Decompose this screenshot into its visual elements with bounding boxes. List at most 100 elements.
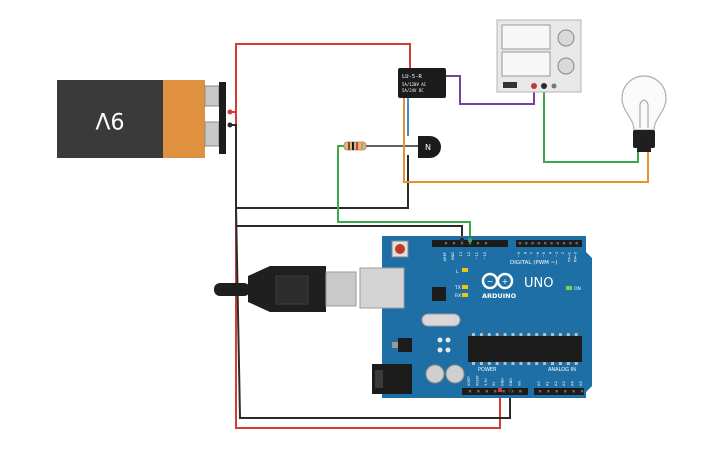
chip-pin — [535, 362, 539, 365]
wire-green-psu-lamp[interactable] — [543, 86, 639, 163]
top-pin-hole[interactable] — [569, 242, 572, 245]
top-pin-hole[interactable] — [525, 242, 528, 245]
wire-red-battery-positive[interactable] — [230, 43, 411, 113]
arduino-atmega-pins — [472, 333, 578, 365]
bulb-filament — [639, 99, 649, 128]
chip-pin — [479, 333, 483, 336]
top-pin-hole[interactable] — [550, 242, 553, 245]
top-pin-hole[interactable] — [556, 242, 559, 245]
bulb-base — [633, 130, 655, 148]
psu-knob-current[interactable] — [557, 57, 575, 75]
usb-cable[interactable] — [214, 266, 357, 312]
analog-pin-hole[interactable] — [555, 390, 558, 393]
battery-clip — [219, 82, 226, 154]
arduino-pcb — [382, 236, 592, 398]
power-pin-hole[interactable] — [468, 390, 472, 393]
psu-display-voltage — [501, 24, 551, 50]
resistor[interactable] — [343, 141, 367, 151]
power-supply[interactable] — [496, 19, 582, 93]
light-bulb[interactable] — [621, 75, 667, 152]
top-pin-hole[interactable] — [460, 242, 464, 245]
chip-pin — [551, 333, 554, 336]
top-pin-hole[interactable] — [544, 242, 547, 245]
battery-lead-positive — [227, 109, 233, 115]
top-pin-hole[interactable] — [468, 242, 472, 245]
top-pin-hole[interactable] — [518, 242, 522, 245]
wire-layer — [230, 43, 649, 429]
chip-pin — [527, 362, 531, 365]
top-pin-label: 12 — [467, 252, 471, 257]
power-pin-hole[interactable] — [502, 390, 505, 393]
top-pin-hole[interactable] — [537, 242, 541, 245]
top-pin-hole[interactable] — [476, 242, 480, 245]
power-pin-label: GND — [501, 378, 505, 386]
relay[interactable]: LU-5-R 5A/120V AC 5A/24V DC — [398, 68, 446, 98]
usb-plug-metal — [325, 271, 357, 307]
psu-knob-voltage[interactable] — [557, 29, 575, 47]
power-pin-hole[interactable] — [485, 390, 488, 393]
analog-pin-label: A2 — [554, 381, 558, 386]
arduino-top-header-right — [516, 240, 582, 247]
bulb-socket-tip — [637, 148, 651, 152]
chip-pin — [487, 333, 491, 336]
chip-pin — [558, 333, 562, 336]
analog-pin-hole[interactable] — [538, 390, 542, 393]
top-pin-label: 13 — [459, 252, 463, 257]
power-pin-hole[interactable] — [477, 390, 480, 393]
power-pin-hole[interactable] — [519, 390, 522, 393]
chip-pin — [503, 333, 507, 336]
bulb-glass — [621, 75, 667, 131]
analog-pin-hole[interactable] — [580, 390, 584, 393]
wire-black-battery-negative[interactable] — [230, 124, 409, 209]
top-pin-hole[interactable] — [444, 242, 448, 245]
power-pin-label: 3.3V — [484, 378, 488, 386]
power-pin-hole[interactable] — [494, 390, 497, 393]
transistor-body — [418, 136, 441, 158]
power-pin-label: IOREF — [467, 376, 471, 386]
top-pin-hole[interactable] — [484, 242, 488, 245]
analog-pin-label: A1 — [545, 381, 549, 386]
analog-pin-hole[interactable] — [547, 390, 550, 393]
psu-power-switch[interactable] — [503, 82, 517, 88]
top-pin-hole[interactable] — [575, 242, 578, 245]
relay-spec-dc: 5A/24V DC — [402, 88, 424, 93]
wire-orange-relay-lamp[interactable] — [403, 98, 649, 183]
arduino-dc-jack-inner — [375, 370, 383, 388]
chip-pin — [527, 333, 531, 336]
psu-terminal-ground — [551, 83, 557, 89]
wire-purple-relay-psu[interactable] — [446, 75, 535, 105]
wire-black-arduino-gnd[interactable] — [235, 207, 511, 419]
usb-plug-grip — [275, 275, 309, 305]
wire-green-pin13-resistor[interactable] — [337, 145, 471, 240]
top-pin-hole[interactable] — [531, 242, 534, 245]
arduino-led-rx-label: RX — [455, 293, 461, 299]
analog-pin-label: A0 — [537, 381, 541, 386]
battery-9v[interactable]: 9V — [57, 80, 233, 158]
top-pin-label: TX→1 — [567, 252, 571, 263]
top-pin-label: ~10 — [483, 251, 487, 259]
arduino-atmega-chip — [468, 336, 582, 362]
transistor-npn[interactable]: N — [418, 136, 441, 158]
analog-pin-label: A5 — [579, 381, 583, 386]
wire-endpoints — [460, 238, 512, 392]
top-pin-hole[interactable] — [452, 242, 456, 245]
relay-body — [398, 68, 446, 98]
top-pin-hole[interactable] — [562, 242, 566, 245]
wire-red-arduino-5v[interactable] — [235, 112, 501, 429]
top-pin-label: 2 — [561, 252, 565, 254]
resistor-band-1 — [348, 142, 350, 150]
power-pin-label: RESET — [475, 374, 479, 386]
psu-terminal-positive — [531, 83, 537, 89]
wire-black-arduino-topgnd[interactable] — [236, 225, 463, 240]
arduino-led-rx — [462, 293, 468, 297]
arduino-led-tx-label: TX — [454, 285, 461, 291]
analog-pin-hole[interactable] — [564, 390, 567, 393]
analog-pin-hole[interactable] — [572, 390, 575, 393]
battery-lead-negative — [227, 122, 233, 128]
chip-pin — [519, 333, 523, 336]
arduino-dot-3 — [437, 347, 443, 353]
